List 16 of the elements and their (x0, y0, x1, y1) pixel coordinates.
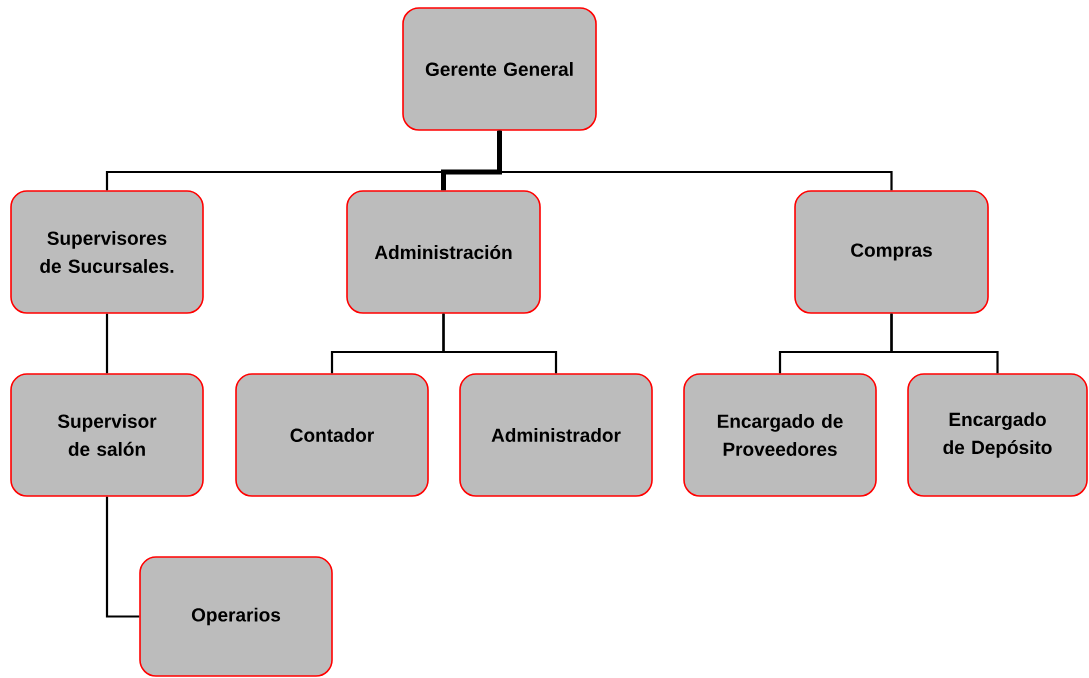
org-box: Administración (346, 190, 541, 314)
connector-line (442, 313, 558, 374)
connector-line (105, 496, 140, 618)
org-box: Encargado de Depósito (907, 373, 1088, 497)
org-box: Gerente General (402, 7, 597, 131)
connector-line (498, 130, 893, 191)
org-box: Operarios (139, 556, 333, 677)
org-box: Administrador (459, 373, 653, 497)
org-box: Supervisores de Sucursales. (10, 190, 204, 314)
org-box: Encargado de Proveedores (683, 373, 877, 497)
connector-line (441, 130, 502, 191)
org-box: Supervisor de salón (10, 373, 204, 497)
connector-line (890, 313, 999, 374)
org-box: Contador (235, 373, 429, 497)
org-box: Compras (794, 190, 989, 314)
connector-line (105, 313, 109, 374)
